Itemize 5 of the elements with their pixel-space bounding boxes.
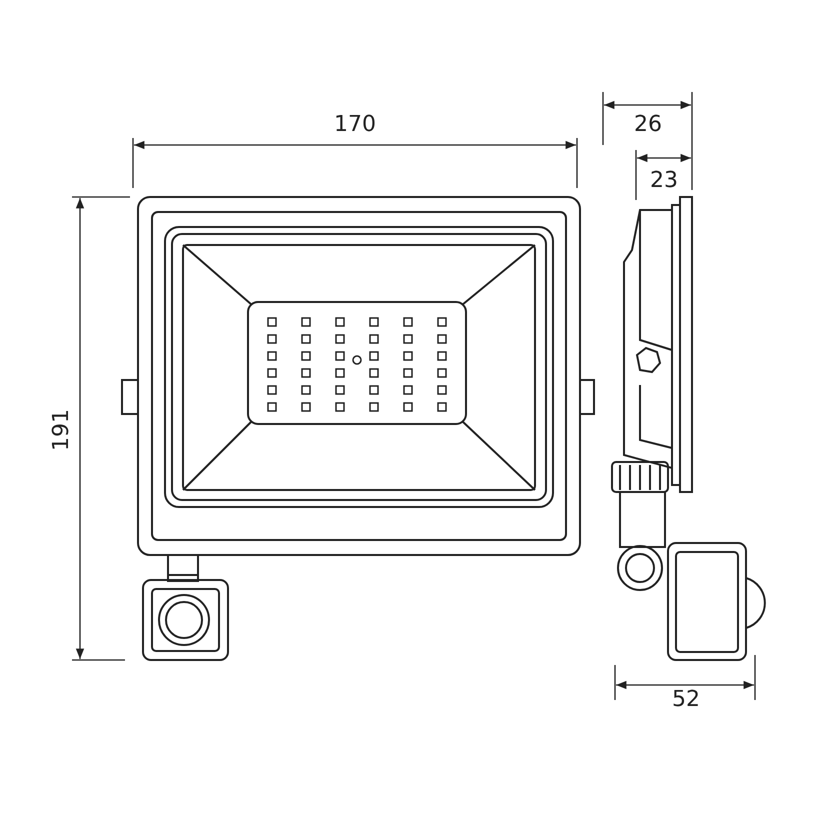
dimension-label: 170: [334, 114, 376, 136]
dimension-label: 26: [634, 114, 662, 136]
dimension-label: 191: [51, 409, 73, 451]
dimension-label: 52: [672, 689, 700, 711]
dimension-label: 23: [650, 170, 678, 192]
